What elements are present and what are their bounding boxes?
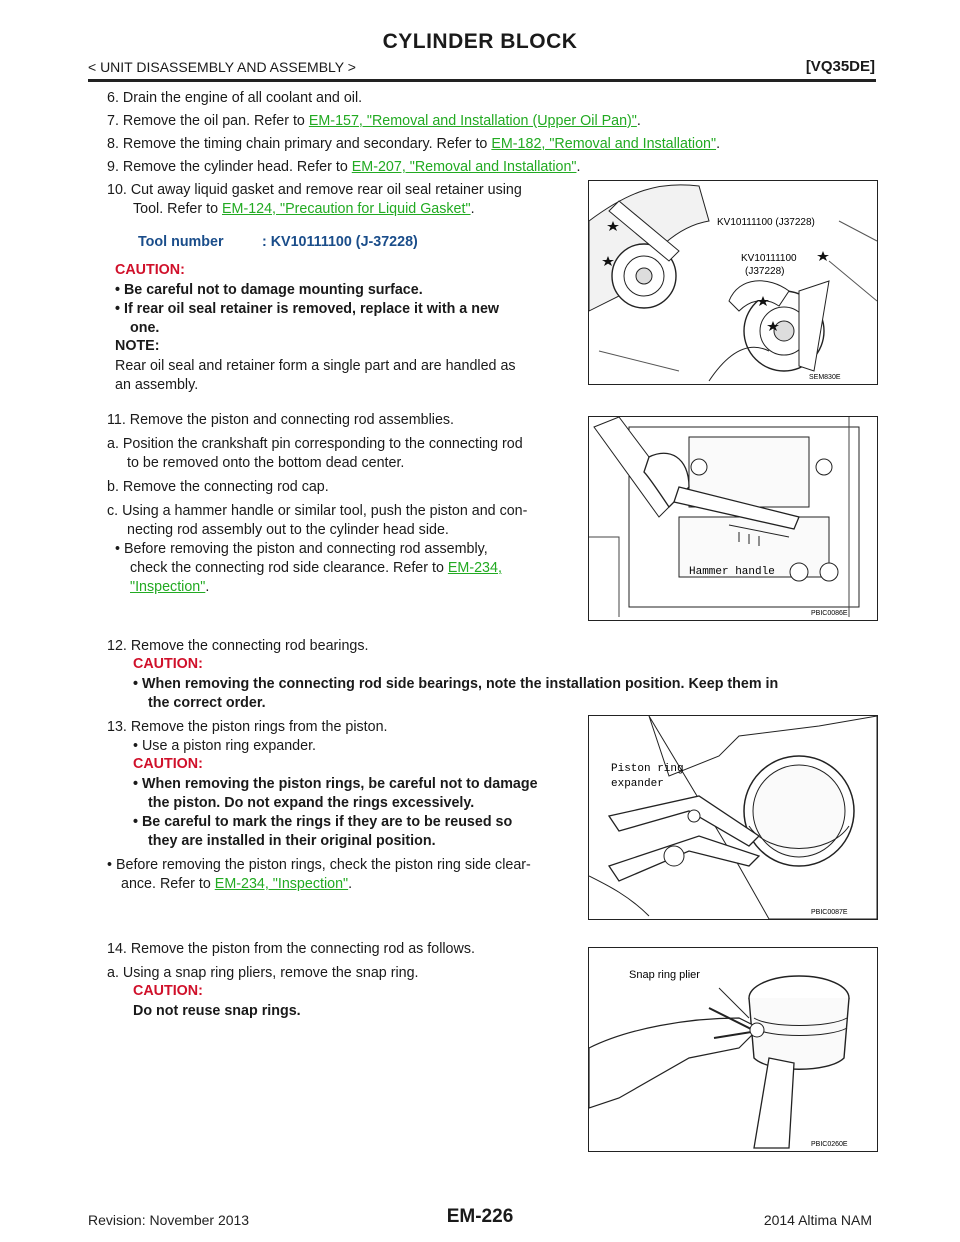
figure-piston-ring-expander: Piston ring expander PBIC0087E <box>588 715 878 920</box>
step-11c: c. Using a hammer handle or similar tool… <box>107 503 528 519</box>
page-title: CYLINDER BLOCK <box>382 30 578 53</box>
caution-label: CAUTION: <box>133 656 203 672</box>
step-13-bullet-cont: ance. Refer to EM-234, "Inspection". <box>121 876 353 892</box>
caution-item-cont: one. <box>130 320 160 336</box>
caution-item-cont: the piston. Do not expand the rings exce… <box>148 795 475 811</box>
step-11a: a. Position the crankshaft pin correspon… <box>107 436 523 452</box>
step-8: 8. Remove the timing chain primary and s… <box>107 136 721 152</box>
step-6: 6. Drain the engine of all coolant and o… <box>107 90 363 106</box>
note-text: Rear oil seal and retainer form a single… <box>115 358 516 374</box>
caution-item: • If rear oil seal retainer is removed, … <box>115 301 500 317</box>
figure-label: (J37228) <box>745 266 784 277</box>
figure-label: KV10111100 <box>741 253 797 264</box>
link-em-182[interactable]: EM-182, "Removal and Installation" <box>491 136 717 152</box>
caution-item: • When removing the connecting rod side … <box>133 676 779 692</box>
revision-date: Revision: November 2013 <box>88 1212 250 1228</box>
figure-label: Hammer handle <box>689 566 775 578</box>
figure-label: Piston ring <box>611 763 684 775</box>
caution-label: CAUTION: <box>115 262 185 278</box>
figure-snap-ring-plier: Snap ring plier PBIC0260E <box>588 947 878 1152</box>
figure-code: SEM830E <box>809 374 841 381</box>
figure-label: expander <box>611 778 664 790</box>
link-em-207[interactable]: EM-207, "Removal and Installation" <box>351 159 577 175</box>
caution-item-cont: they are installed in their original pos… <box>148 833 436 849</box>
note-text: an assembly. <box>115 377 199 393</box>
step-11c-cont: necting rod assembly out to the cylinder… <box>127 522 449 538</box>
step-11: 11. Remove the piston and connecting rod… <box>107 412 455 428</box>
step-12: 12. Remove the connecting rod bearings. <box>107 638 369 654</box>
figure-code: PBIC0087E <box>811 909 848 916</box>
figure-label: KV10111100 (J37228) <box>717 217 815 228</box>
figure-code: PBIC0086E <box>811 610 848 617</box>
link-em-124[interactable]: EM-124, "Precaution for Liquid Gasket" <box>222 201 471 217</box>
engine-code: [VQ35DE] <box>805 58 875 75</box>
link-em-234[interactable]: EM-234, <box>447 560 502 576</box>
figure-code: PBIC0260E <box>811 1141 848 1148</box>
tool-number-label: Tool number <box>138 234 224 250</box>
step-7: 7. Remove the oil pan. Refer to EM-157, … <box>107 113 641 129</box>
figure-label: Snap ring plier <box>629 969 700 981</box>
step-13-bullet: • Use a piston ring expander. <box>133 738 317 754</box>
step-13: 13. Remove the piston rings from the pis… <box>107 719 388 735</box>
link-em-157[interactable]: EM-157, "Removal and Installation (Upper… <box>308 113 637 129</box>
model-name: 2014 Altima NAM <box>763 1212 872 1228</box>
step-9: 9. Remove the cylinder head. Refer to EM… <box>107 159 581 175</box>
step-11c-bullet: • Before removing the piston and connect… <box>115 541 488 557</box>
caution-label: CAUTION: <box>133 983 203 999</box>
caution-item: • Be careful not to damage mounting surf… <box>115 282 423 298</box>
figure-hammer-handle: Hammer handle PBIC0086E <box>588 416 878 621</box>
step-14: 14. Remove the piston from the connectin… <box>107 941 475 957</box>
step-11a-cont: to be removed onto the bottom dead cente… <box>127 455 405 471</box>
caution-label: CAUTION: <box>133 756 203 772</box>
step-11c-bullet-cont: check the connecting rod side clearance.… <box>130 560 502 576</box>
step-10-line1: 10. Cut away liquid gasket and remove re… <box>107 182 522 198</box>
step-10-line2: Tool. Refer to EM-124, "Precaution for L… <box>133 201 475 217</box>
tool-number-value: : KV10111100 (J-37228) <box>262 234 418 250</box>
caution-item: • Be careful to mark the rings if they a… <box>133 814 513 830</box>
link-em-234-inspection[interactable]: EM-234, "Inspection" <box>214 876 349 892</box>
figure-rear-oil-seal-retainer: KV10111100 (J37228) KV10111100 (J37228) … <box>588 180 878 385</box>
step-11c-bullet-cont: "Inspection". <box>130 579 210 595</box>
caution-item-cont: the correct order. <box>148 695 266 711</box>
link-inspection[interactable]: "Inspection" <box>130 579 206 595</box>
header-divider <box>88 79 876 82</box>
page-number: EM-226 <box>446 1206 514 1227</box>
caution-item: Do not reuse snap rings. <box>133 1003 301 1019</box>
caution-item: • When removing the piston rings, be car… <box>133 776 538 792</box>
step-13-bullet: • Before removing the piston rings, chec… <box>107 857 531 873</box>
step-11b: b. Remove the connecting rod cap. <box>107 479 329 495</box>
section-breadcrumb: < UNIT DISASSEMBLY AND ASSEMBLY > <box>88 59 356 75</box>
note-label: NOTE: <box>115 338 160 354</box>
step-14a: a. Using a snap ring pliers, remove the … <box>107 965 419 981</box>
